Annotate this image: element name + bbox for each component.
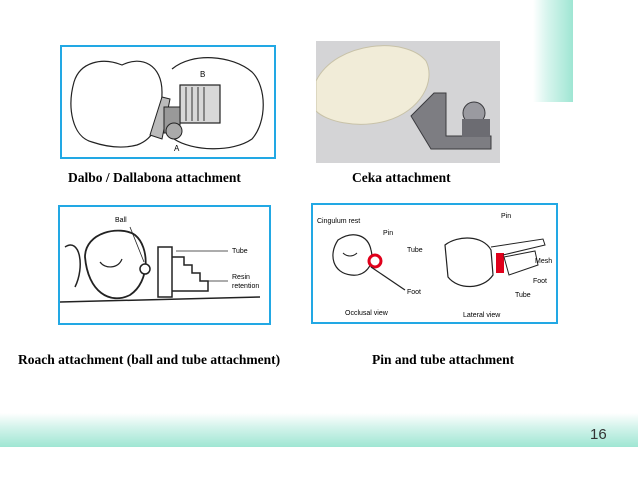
roach-label-tube: Tube (232, 248, 248, 255)
label-lateral-view: Lateral view (463, 312, 501, 319)
label-pin-occlusal: Pin (383, 230, 393, 237)
label-cingulum-rest: Cingulum rest (317, 218, 360, 225)
label-occlusal-view: Occlusal view (345, 310, 389, 317)
roach-label-ball: Ball (115, 217, 127, 224)
pin-tube-drawing: Cingulum rest Pin Tube Foot Occlusal vie… (313, 205, 556, 322)
pin-tube-figure-panel: Cingulum rest Pin Tube Foot Occlusal vie… (311, 203, 558, 324)
dalbo-label-a: A (174, 144, 180, 153)
dalbo-caption: Dalbo / Dallabona attachment (68, 170, 241, 186)
label-pin-lateral: Pin (501, 213, 511, 220)
roach-label-retention: retention (232, 283, 259, 290)
roach-caption: Roach attachment (ball and tube attachme… (18, 352, 280, 368)
ceka-photo (316, 41, 500, 163)
pin-tube-caption: Pin and tube attachment (372, 352, 514, 368)
dalbo-figure-panel: B A (60, 45, 276, 159)
dalbo-label-b: B (200, 70, 205, 79)
label-foot-occlusal: Foot (407, 289, 421, 296)
label-mesh: Mesh (535, 258, 552, 265)
roach-label-resin: Resin (232, 274, 250, 281)
label-tube-lateral: Tube (515, 292, 531, 299)
label-tube-occlusal: Tube (407, 247, 423, 254)
roach-drawing: Ball Tube Resin retention (60, 207, 269, 323)
dalbo-drawing: B A (62, 47, 274, 157)
bottom-band-decoration (0, 413, 638, 447)
page-number: 16 (590, 426, 607, 443)
roach-figure-panel: Ball Tube Resin retention (58, 205, 271, 325)
ceka-caption: Ceka attachment (352, 170, 451, 186)
label-foot-lateral: Foot (533, 278, 547, 285)
top-right-decoration (533, 0, 573, 102)
